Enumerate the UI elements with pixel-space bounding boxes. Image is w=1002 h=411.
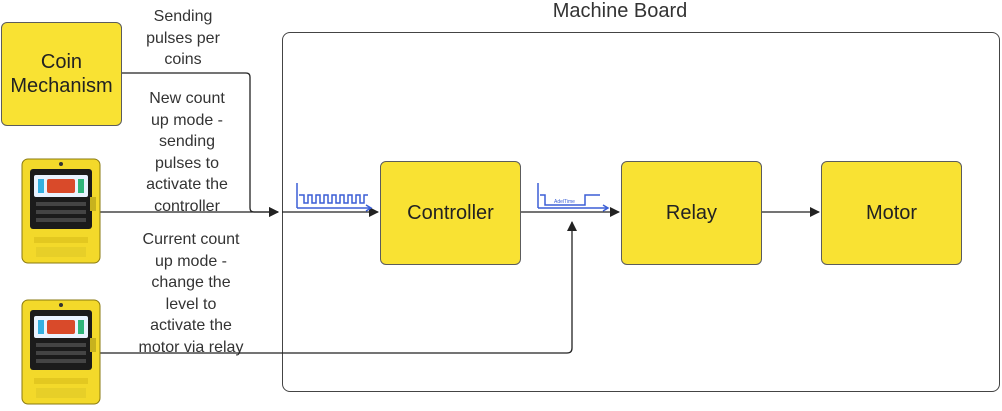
payment-terminal-bottom <box>20 298 102 406</box>
machine-board-title: Machine Board <box>540 0 700 23</box>
new-count-up-mode-annotation: New count up mode - sending pulses to ac… <box>146 90 228 215</box>
coin-mechanism-label: Coin Mechanism <box>10 51 113 97</box>
coin-mechanism-block: Coin Mechanism <box>1 22 122 126</box>
coin-pulses-annotation: Sending pulses per coins <box>146 8 220 69</box>
waveform-delay-label: AdelTime <box>554 199 575 205</box>
relay-block: Relay <box>621 161 762 265</box>
payment-terminal-top <box>20 157 102 265</box>
current-count-up-mode-annotation: Current count up mode - change the level… <box>138 231 244 356</box>
relay-label: Relay <box>665 201 718 224</box>
current-mode-to-relay-wire <box>100 221 577 354</box>
controller-label: Controller <box>407 201 494 224</box>
motor-block: Motor <box>821 161 962 265</box>
pulse-waveform-icon <box>296 183 373 212</box>
level-waveform-icon <box>537 183 610 212</box>
coin-to-controller-wire <box>122 72 279 217</box>
motor-label: Motor <box>865 201 918 224</box>
controller-block: Controller <box>380 161 521 265</box>
